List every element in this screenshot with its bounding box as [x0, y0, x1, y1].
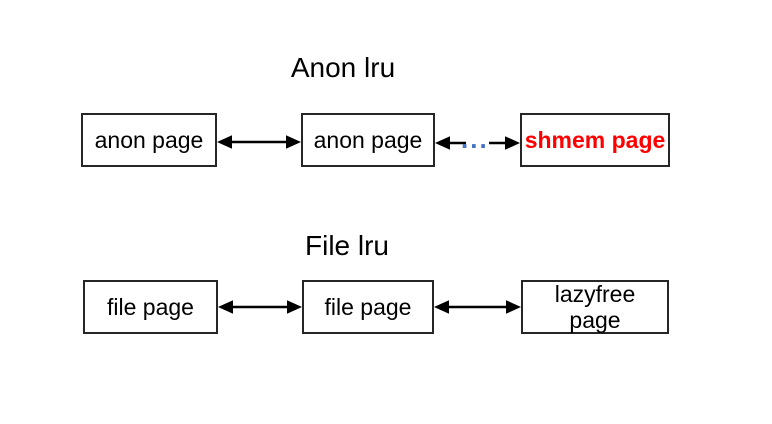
file-page-label-2: file page	[324, 294, 412, 320]
file-page-box-2: file page	[302, 280, 434, 334]
file-page-label-1: file page	[107, 294, 194, 320]
anon-page-box-1: anon page	[81, 113, 217, 167]
shmem-page-box: shmem page	[520, 113, 670, 167]
file-page-box-1: file page	[83, 280, 218, 334]
file-lru-title: File lru	[304, 230, 390, 261]
bidirectional-arrow-file-1-2	[218, 300, 302, 314]
anon-page-label-1: anon page	[94, 127, 204, 153]
bidirectional-arrow-anon-1-2	[217, 135, 301, 149]
right-arrow-dots-shmem	[489, 136, 520, 150]
left-arrow-anon-2-dots	[435, 136, 466, 150]
anon-page-box-2: anon page	[301, 113, 435, 167]
lazyfree-page-box: lazyfree page	[521, 280, 669, 334]
bidirectional-arrow-file-2-3	[434, 300, 521, 314]
shmem-page-label: shmem page	[524, 127, 666, 153]
lazyfree-page-label: lazyfree page	[554, 281, 636, 333]
ellipsis-dots: ...	[461, 124, 489, 154]
anon-lru-title: Anon lru	[290, 52, 396, 83]
anon-page-label-2: anon page	[313, 127, 423, 153]
